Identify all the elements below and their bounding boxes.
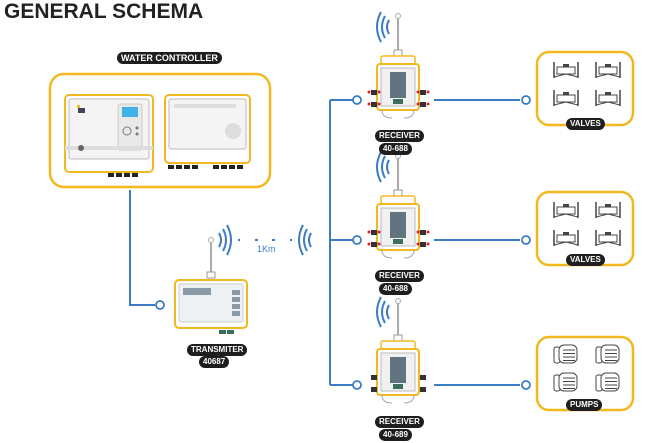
receiver-device[interactable] bbox=[371, 296, 426, 404]
valve-icon bbox=[595, 202, 621, 218]
controller-frame bbox=[48, 72, 272, 189]
pump-icon bbox=[553, 344, 578, 364]
output-2-label: VALVES bbox=[566, 254, 605, 266]
transmitter-label: TRANSMITER bbox=[187, 344, 248, 356]
receiver-3-model: 40-689 bbox=[379, 429, 412, 441]
distance-label: 1Km bbox=[257, 244, 276, 254]
receiver-device[interactable] bbox=[367, 151, 430, 259]
valve-icon bbox=[553, 90, 579, 106]
valve-icon bbox=[595, 90, 621, 106]
pump-icon bbox=[595, 372, 620, 392]
wireless-signal-icon bbox=[376, 11, 390, 43]
receiver-2-model: 40-688 bbox=[379, 283, 412, 295]
transmitter-device[interactable] bbox=[174, 224, 312, 334]
receiver-1-model: 40-688 bbox=[379, 143, 412, 155]
receiver-3-label: RECEIVER bbox=[375, 416, 424, 428]
wireless-signal-icon bbox=[376, 296, 390, 328]
receiver-2-label: RECEIVER bbox=[375, 270, 424, 282]
wireless-signal-icon bbox=[218, 224, 312, 256]
page-title: GENERAL SCHEMA bbox=[4, 0, 204, 23]
output-1-label: VALVES bbox=[566, 118, 605, 130]
connection-lines bbox=[129, 99, 520, 386]
pumps-group[interactable] bbox=[535, 335, 635, 412]
wireless-signal-icon bbox=[376, 151, 390, 183]
output-3-label: PUMPS bbox=[566, 399, 603, 411]
valves-group[interactable] bbox=[535, 50, 635, 127]
pump-icon bbox=[595, 344, 620, 364]
valve-icon bbox=[553, 62, 579, 78]
receiver-device[interactable] bbox=[367, 11, 430, 119]
lcd-screen bbox=[122, 107, 138, 117]
receiver-1-label: RECEIVER bbox=[375, 130, 424, 142]
valves-group[interactable] bbox=[535, 190, 635, 267]
valve-icon bbox=[553, 202, 579, 218]
valve-icon bbox=[553, 230, 579, 246]
water-controller[interactable] bbox=[48, 72, 272, 189]
pump-icon bbox=[553, 372, 578, 392]
valve-icon bbox=[595, 230, 621, 246]
valve-icon bbox=[595, 62, 621, 78]
transmitter-model: 40687 bbox=[199, 356, 230, 368]
controller-label: WATER CONTROLLER bbox=[117, 52, 222, 64]
connector-dots bbox=[155, 95, 531, 390]
